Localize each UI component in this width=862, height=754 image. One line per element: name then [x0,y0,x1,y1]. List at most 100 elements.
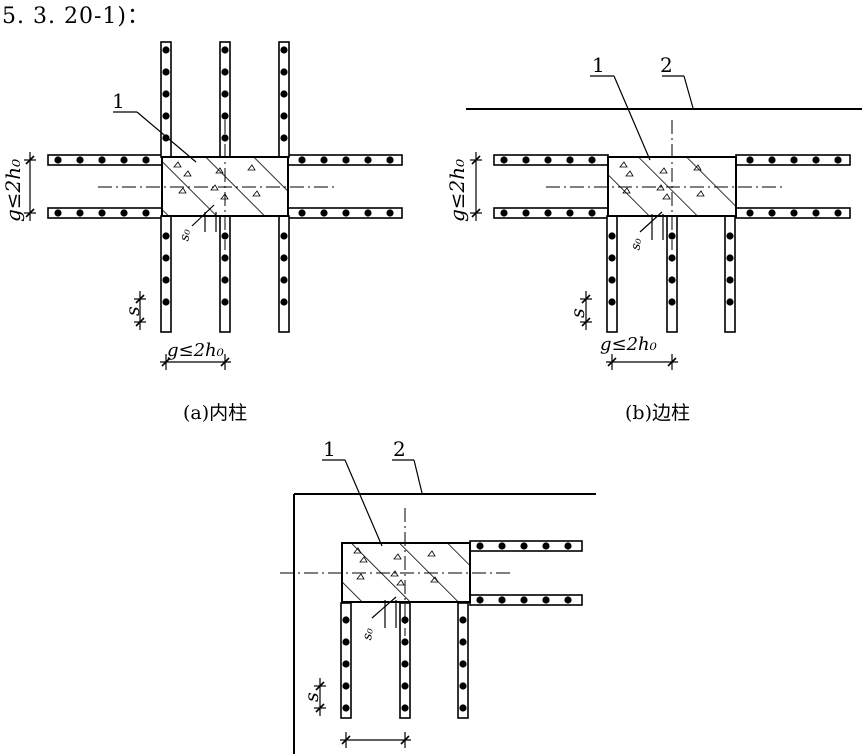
stud [342,704,350,712]
dimension-tick [667,357,677,367]
stud [98,156,106,164]
aggregate-mark [662,193,671,200]
stud [142,209,150,217]
label-gap: g≤2h₀ [167,340,224,361]
stud [221,90,229,98]
stud [564,596,572,604]
aggregate-mark [247,164,256,171]
stud [280,298,288,306]
stud [476,596,484,604]
aggregate-mark [427,550,436,557]
aggregate-mark [173,161,182,168]
aggregate-mark [356,573,365,580]
figure-corner-column [280,459,596,754]
stud [120,156,128,164]
aggregate-mark [430,576,439,583]
leader-line [371,596,397,619]
label-first-spacing: s₀ [177,227,194,242]
stud [726,254,734,262]
aggregate-mark [625,170,634,177]
stud [668,254,676,262]
stud [608,232,616,240]
stud [162,90,170,98]
stud [342,638,350,646]
stud [298,209,306,217]
aggregate-mark [390,570,399,577]
aggregate-mark [215,167,224,174]
stud [280,134,288,142]
stud [162,112,170,120]
stud [459,638,467,646]
stud [588,209,596,217]
stud [298,156,306,164]
dimension-tick [135,294,145,304]
stud [401,660,409,668]
stud [280,276,288,284]
stud [520,596,528,604]
stud [221,112,229,120]
dimension-tick [25,155,35,165]
stud [342,660,350,668]
stud [476,542,484,550]
stud [162,254,170,262]
aggregate-mark [659,167,668,174]
dimension-tick [581,294,591,304]
stud [364,209,372,217]
dimension-tick [25,208,35,218]
stud [726,276,734,284]
stud [542,596,550,604]
leader-line [191,204,215,227]
stud [608,254,616,262]
label-gap: g≤2h₀ [600,334,657,355]
dimension-tick [135,317,145,327]
stud [342,682,350,690]
aggregate-mark [693,164,702,171]
leader-line [639,211,663,233]
stud [459,682,467,690]
label-slab-edge: 2 [393,437,406,461]
stud [54,209,62,217]
caption-inner-column: (a)内柱 [183,402,248,424]
stud [342,209,350,217]
stud [280,90,288,98]
aggregate-mark [359,556,368,563]
leader-line [344,459,383,547]
stud [790,156,798,164]
stud [812,209,820,217]
stud [746,209,754,217]
stud [401,616,409,624]
figure-inner-column [24,41,403,370]
stud [459,704,467,712]
stud [342,616,350,624]
dimension-tick [161,357,171,367]
stud [500,156,508,164]
stud [401,682,409,690]
stud [726,298,734,306]
dimension-tick [315,681,325,691]
stud [498,596,506,604]
stud [342,156,350,164]
stud [768,156,776,164]
aggregate-mark [353,547,362,554]
stud [76,209,84,217]
caption-edge-column: (b)边柱 [625,402,690,424]
stud [566,209,574,217]
leader-line [613,75,651,161]
leader-line [413,459,423,494]
aggregate-mark [696,190,705,197]
stud [162,46,170,54]
label-spacing: s [567,308,589,318]
dimension-tick [471,208,481,218]
stud [520,542,528,550]
stud [608,276,616,284]
stud [221,46,229,54]
dimension-tick [220,357,230,367]
label-stirrup: 1 [592,53,605,77]
aggregate-mark [393,553,402,560]
aggregate-mark [396,579,405,586]
stud [522,209,530,217]
stud [401,638,409,646]
stud [542,542,550,550]
